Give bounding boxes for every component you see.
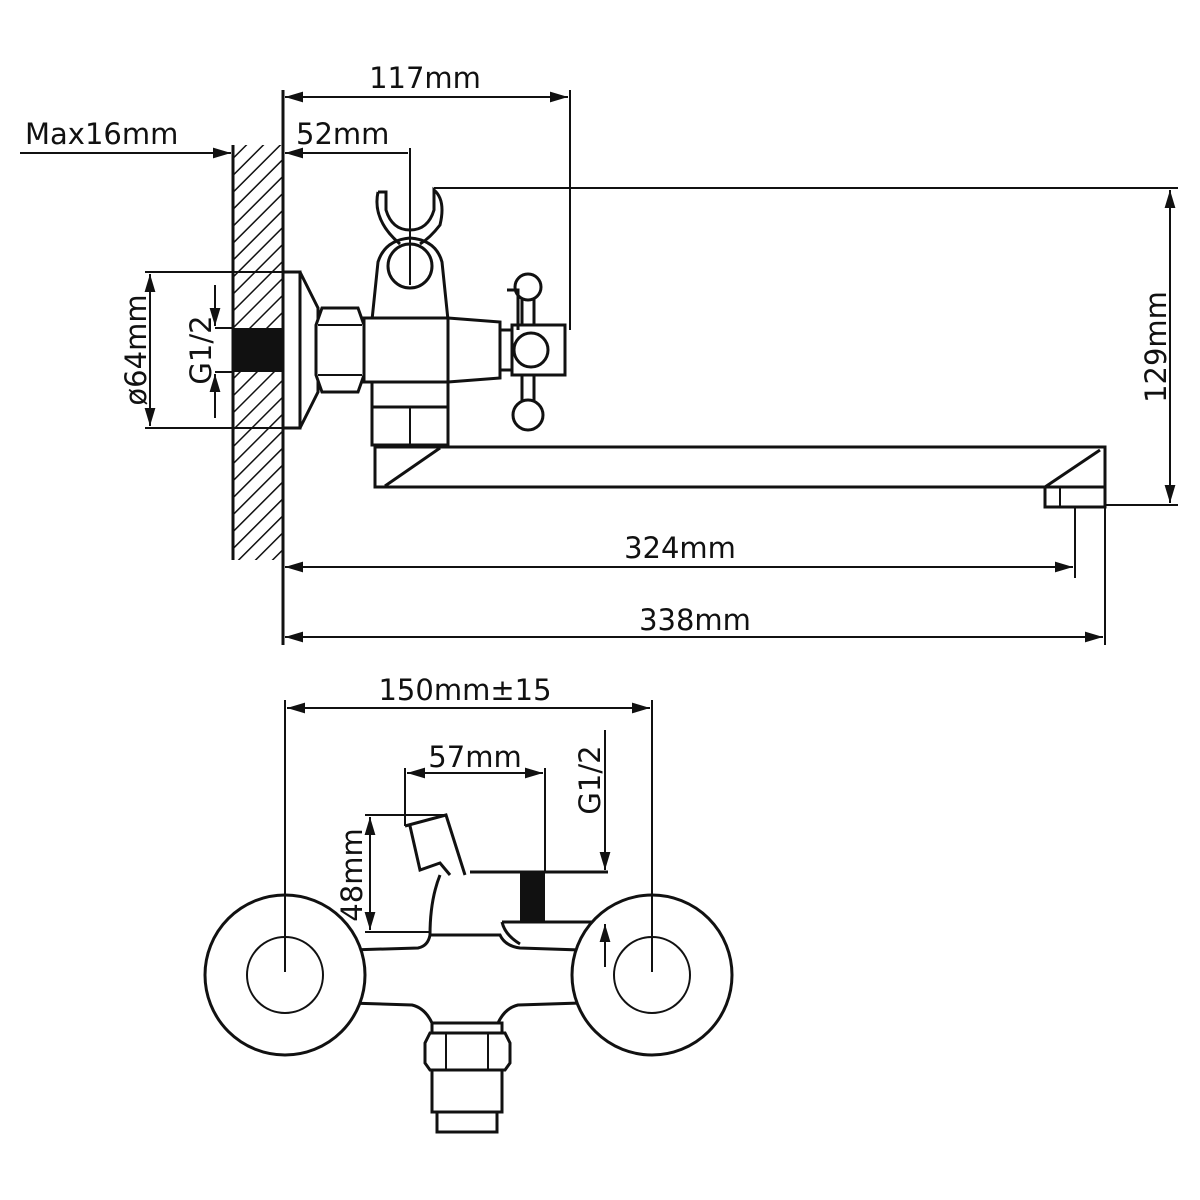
mixer-body [362, 316, 450, 384]
mixer-body-front [348, 933, 582, 1025]
dim-max16mm: Max16mm [25, 117, 178, 151]
dim-150mm: 150mm±15 [378, 673, 551, 707]
inlet-thread [233, 328, 283, 372]
dim-g12-side: G1/2 [184, 315, 218, 384]
dim-57mm: 57mm [428, 740, 521, 774]
spout [373, 445, 1107, 492]
bottom-nut-front [423, 1031, 512, 1072]
dim-129mm: 129mm [1139, 291, 1173, 403]
cross-handle [507, 272, 567, 432]
dim-48mm: 48mm [335, 828, 369, 921]
dim-g12-front: G1/2 [573, 745, 607, 814]
escutcheon [281, 270, 302, 430]
aerator [1043, 485, 1107, 509]
dim-324mm: 324mm [624, 531, 736, 565]
front-view: 150mm±15 57mm 48mm G1/2 [203, 673, 734, 1134]
side-view: 117mm Max16mm 52mm ø64mm G1/2 129mm 324m… [20, 61, 1178, 645]
connection-nut [314, 306, 366, 394]
dim-338mm: 338mm [639, 603, 751, 637]
diverter-knob [404, 813, 608, 936]
dim-117mm: 117mm [369, 61, 481, 95]
dim-diameter-64mm: ø64mm [119, 294, 153, 405]
dim-52mm: 52mm [296, 117, 389, 151]
outlet-thread [520, 872, 545, 922]
